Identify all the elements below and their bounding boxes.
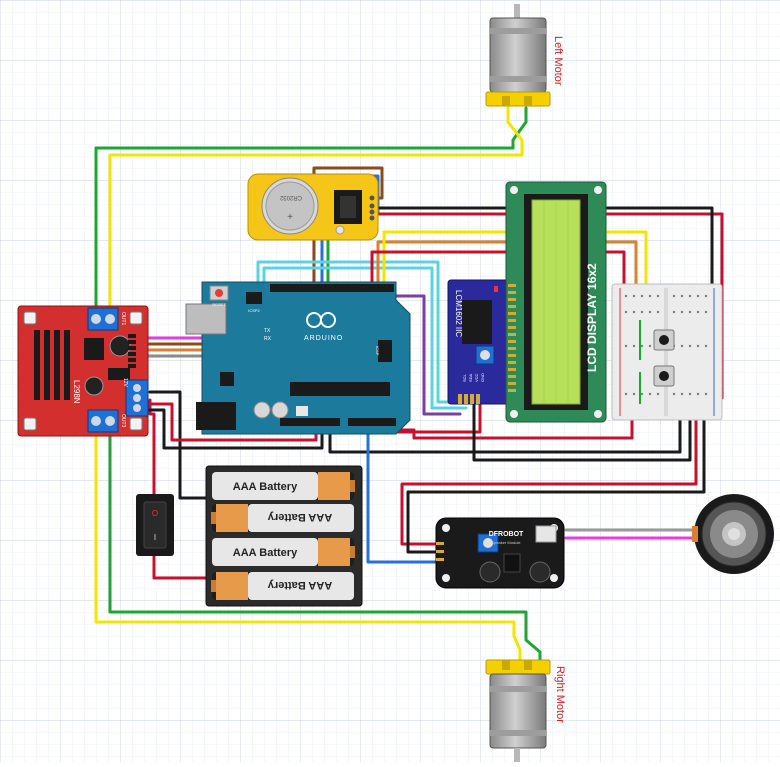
- speaker-amplifier: DFROBOT Speaker Module: [435, 517, 565, 589]
- speaker: [692, 494, 774, 574]
- rx-label: RX: [264, 336, 272, 342]
- wire-12v-red: [148, 398, 156, 502]
- left-motor-label: Left Motor: [552, 36, 564, 86]
- battery-1-label: AAA Battery: [233, 481, 298, 493]
- wire-bb-black-2: [472, 402, 692, 462]
- switch-on-label: I: [154, 533, 156, 542]
- right-motor: Right Motor: [485, 659, 566, 762]
- digital-header: [270, 284, 394, 292]
- power-header: [280, 418, 340, 426]
- l298n-driver: L298N OUT1 OUT3 12V: [17, 305, 149, 437]
- motor-a-terminal: [87, 307, 119, 331]
- capacitor-2: [84, 376, 104, 396]
- wire-left-motor-yellow: [108, 106, 524, 314]
- driver-pin-out3: OUT3: [120, 414, 126, 428]
- wire-bb-black-1: [328, 408, 682, 454]
- analog-header: [348, 418, 396, 426]
- amp-subtitle: Speaker Module: [491, 540, 521, 545]
- battery-3: AAA Battery: [212, 538, 355, 566]
- battery-4: AAA Battery: [211, 572, 354, 600]
- lcd-i2c-adapter: LCM1602 IIC GND VCC SDA SCL: [447, 279, 511, 405]
- adapter-pin-vcc: VCC: [474, 373, 479, 382]
- wire-gnd-black-2: [148, 408, 324, 450]
- lcd-pin-row: [508, 284, 516, 392]
- rtc-plus: +: [287, 212, 293, 223]
- left-motor: Left Motor: [485, 4, 564, 107]
- battery-1: AAA Battery: [212, 472, 355, 500]
- reset-label: RESET: [212, 302, 226, 307]
- wire-gnd-black-1: [148, 390, 212, 500]
- atmega-chip: [290, 382, 390, 396]
- battery-2-label: AAA Battery: [267, 511, 332, 523]
- icsp2-label: ICSP2: [248, 308, 260, 313]
- adapter-pin-sda: SDA: [468, 373, 473, 382]
- usb-port: [185, 303, 227, 335]
- rtc-module: CR2032 +: [247, 173, 379, 241]
- switch-off-label: O: [152, 509, 158, 518]
- battery-pack: AAA Battery AAA Battery AAA Battery AAA …: [205, 465, 363, 607]
- driver-pin-12v: 12V: [122, 378, 128, 388]
- wire-switch-red: [152, 554, 212, 580]
- dc-jack: [196, 402, 236, 430]
- wire-5v-red: [148, 402, 318, 442]
- driver-pin-out1: OUT1: [120, 312, 126, 326]
- push-button-1[interactable]: [653, 329, 675, 351]
- battery-3-label: AAA Battery: [233, 547, 298, 559]
- lcd-screen-cells: [543, 200, 569, 404]
- arduino-uno: RESET ICSP2 TX RX ARDUINO ICSP: [185, 281, 411, 435]
- adapter-label: LCM1602 IIC: [454, 290, 463, 337]
- driver-chip-label: L298N: [72, 380, 81, 404]
- amp-brand: DFROBOT: [489, 531, 524, 538]
- adapter-pin-scl: SCL: [462, 373, 467, 382]
- heatsink-fins: [34, 330, 70, 400]
- adapter-pin-gnd: GND: [480, 373, 485, 382]
- icsp-label: ICSP: [375, 346, 380, 356]
- capacitor-1: [109, 335, 131, 357]
- wire-lcd-cyan-2: [262, 266, 468, 410]
- breadboard: [611, 283, 723, 421]
- right-motor-label: Right Motor: [554, 666, 566, 723]
- wire-amp-red: [400, 408, 698, 546]
- motor-b-terminal: [87, 409, 119, 433]
- lcd-display: LCD DISPLAY 16x2: [505, 181, 607, 423]
- push-button-2[interactable]: [653, 365, 675, 387]
- battery-4-label: AAA Battery: [267, 579, 332, 591]
- tx-label: TX: [264, 328, 271, 334]
- arduino-brand: ARDUINO: [304, 335, 343, 342]
- wire-amp-black: [406, 410, 706, 554]
- breadboard-holes: [624, 294, 708, 396]
- battery-2: AAA Battery: [211, 504, 354, 532]
- lcd-title: LCD DISPLAY 16x2: [585, 263, 599, 372]
- wire-left-motor-green: [94, 106, 528, 314]
- arduino-logo: [306, 312, 336, 328]
- rocker-switch[interactable]: O I: [136, 494, 174, 556]
- wire-right-motor-yellow: [94, 416, 522, 666]
- rtc-cell-label: CR2032: [279, 194, 302, 200]
